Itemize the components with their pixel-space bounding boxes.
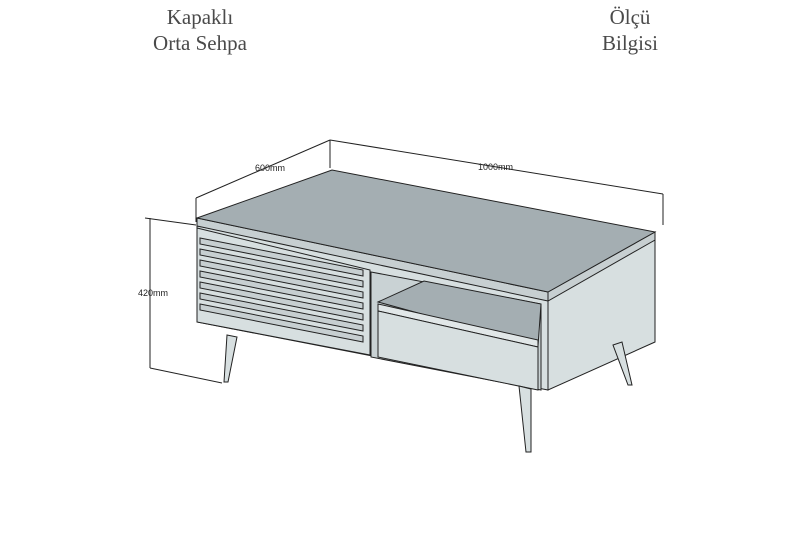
lower-compartment bbox=[377, 310, 539, 391]
leg-back-right bbox=[612, 341, 633, 386]
height-label: 420mm bbox=[138, 288, 168, 298]
height-dimension: 420mm bbox=[138, 217, 223, 384]
width-label: 1000mm bbox=[478, 162, 513, 172]
table-top bbox=[195, 169, 657, 293]
width-dimension: 1000mm bbox=[329, 139, 664, 225]
product-title: Kapaklı Orta Sehpa bbox=[120, 4, 280, 56]
measurement-title-line2: Bilgisi bbox=[601, 31, 659, 55]
product-title-line2: Orta Sehpa bbox=[153, 31, 247, 55]
measurement-title: Ölçü Bilgisi bbox=[560, 4, 700, 56]
slatted-door bbox=[196, 227, 371, 356]
depth-label: 600mm bbox=[255, 163, 285, 173]
product-title-line1: Kapaklı bbox=[166, 5, 234, 29]
leg-front-left bbox=[223, 334, 238, 383]
leg-front-right bbox=[518, 385, 532, 453]
measurement-title-line1: Ölçü bbox=[609, 5, 651, 29]
